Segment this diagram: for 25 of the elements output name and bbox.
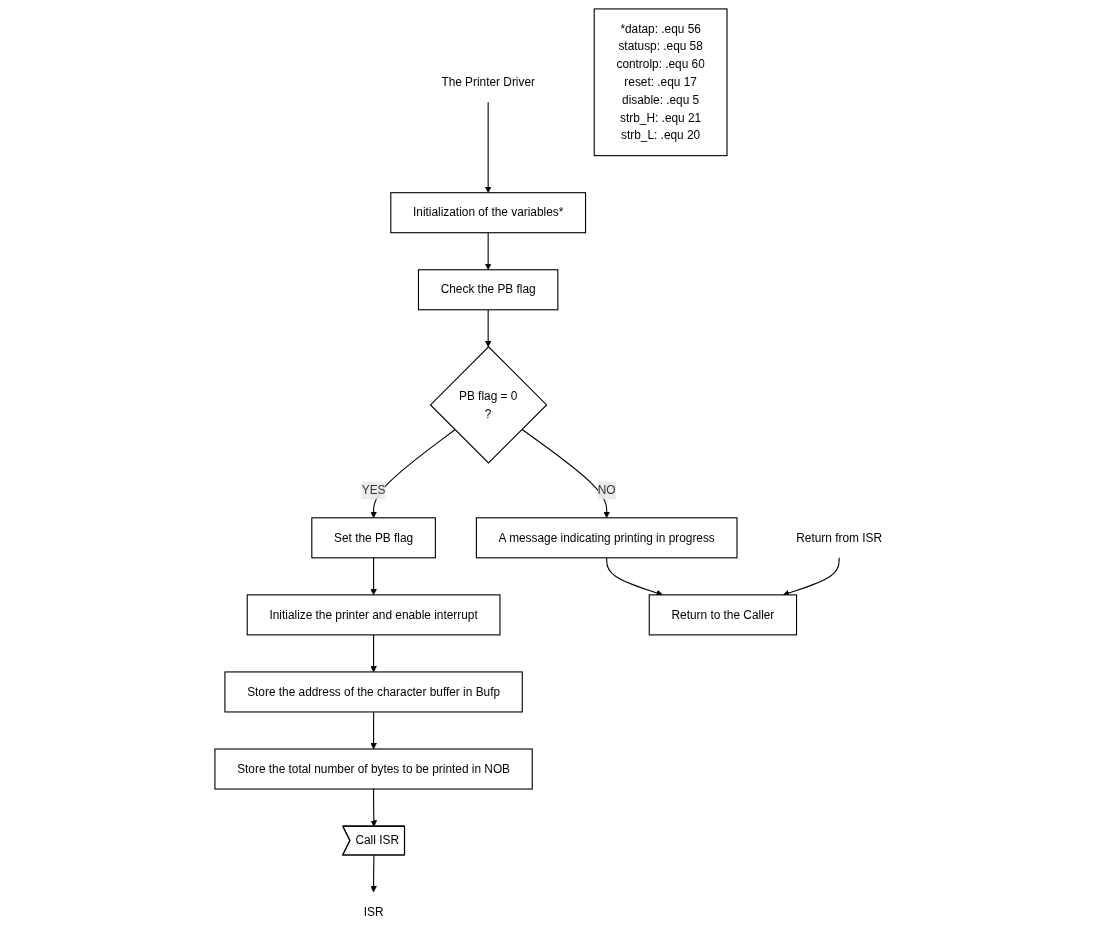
node-text: Return from ISR [796, 531, 882, 544]
node-box: Check the PB flag [417, 269, 559, 311]
node-box: Store the total number of bytes to be printed in NOB [214, 748, 533, 790]
edge-label: YES [361, 483, 386, 497]
arrow [521, 428, 610, 519]
node-box: Store the address of the character buffer in Bufp [224, 671, 523, 713]
arrow [370, 557, 377, 596]
arrow [370, 788, 378, 827]
arrow [370, 854, 377, 893]
arrow [370, 634, 377, 673]
edge-label: NO [597, 483, 616, 497]
arrow [370, 429, 456, 519]
node-text: ISR [363, 905, 384, 918]
node-box: Initialization of the variables* [390, 192, 586, 234]
arrow [484, 309, 492, 348]
node-box: Initialize the printer and enable interrupt [246, 594, 501, 636]
arrow [484, 101, 492, 193]
node-box: A message indicating printing in progress [475, 517, 738, 559]
node-diamond: PB flag = 0 ? [429, 346, 548, 464]
node-text: The Printer Driver [441, 75, 535, 89]
arrow [370, 711, 377, 750]
arrow [484, 232, 492, 271]
node-box: Return to the Caller [648, 594, 798, 636]
node-box: *datap: .equ 56 statusp: .equ 58 controlp: .equ 60 reset: .equ 17 disable: .equ 5 strb_H: .equ 21 strb_L: .equ 20 [593, 8, 728, 157]
node-box: Set the PB flag [311, 517, 436, 559]
